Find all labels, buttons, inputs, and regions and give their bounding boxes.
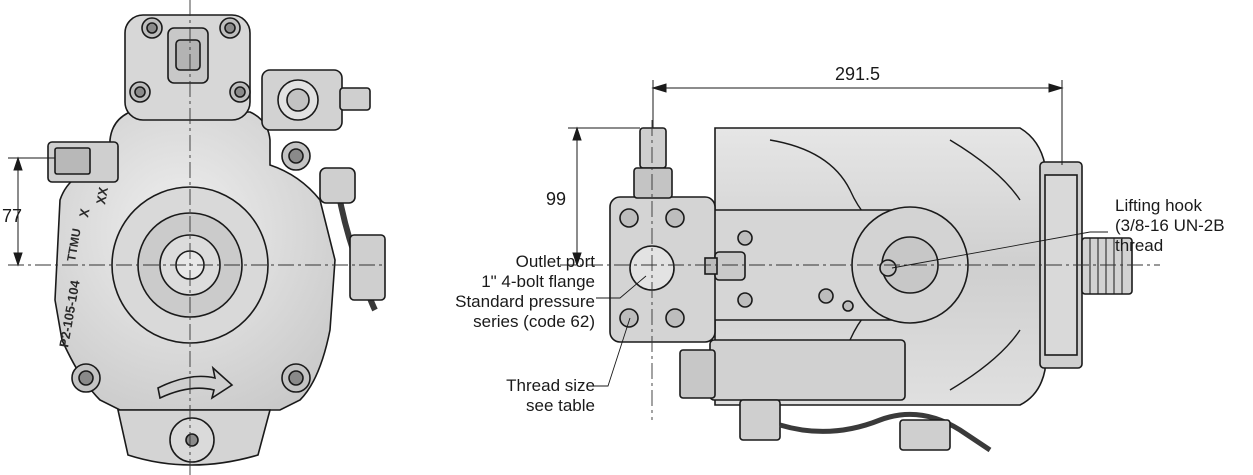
bolt bbox=[737, 292, 753, 308]
front-port-mark: X bbox=[76, 207, 92, 218]
front-centerlines bbox=[8, 0, 385, 475]
outlet-port-line-4: series (code 62) bbox=[473, 312, 595, 331]
side-shaft-spline bbox=[1081, 237, 1133, 295]
dim-291-5-label: 291.5 bbox=[835, 64, 880, 84]
side-top-fitting bbox=[639, 127, 667, 169]
bolt bbox=[737, 230, 753, 246]
bolt bbox=[842, 300, 854, 312]
thread-size-callout: Thread size see table bbox=[395, 376, 595, 416]
side-valve bbox=[714, 251, 746, 281]
front-nameplate: TTMU bbox=[64, 227, 84, 262]
outlet-port-callout: Outlet port 1" 4-bolt flange Standard pr… bbox=[395, 252, 595, 332]
side-cable bbox=[779, 411, 992, 453]
outlet-port-line-3: Standard pressure bbox=[455, 292, 595, 311]
rotation-arrow-icon bbox=[157, 365, 234, 400]
outlet-port-line-2: 1" 4-bolt flange bbox=[481, 272, 595, 291]
lifting-hook-line-2: (3/8-16 UN-2B bbox=[1115, 216, 1225, 235]
thread-size-line-2: see table bbox=[526, 396, 595, 415]
thread-size-line-1: Thread size bbox=[506, 376, 595, 395]
side-centerlines bbox=[560, 120, 1160, 420]
lifting-hook bbox=[879, 259, 897, 277]
bolt bbox=[818, 288, 834, 304]
lifting-hook-line-1: Lifting hook bbox=[1115, 196, 1202, 215]
lifting-hook-callout: Lifting hook (3/8-16 UN-2B thread bbox=[1115, 196, 1251, 256]
front-view: P2-105-104 TTMU XX X bbox=[47, 14, 386, 466]
dim-77-label: 77 bbox=[2, 206, 22, 226]
lifting-hook-line-3: thread bbox=[1115, 236, 1164, 255]
outlet-port-line-1: Outlet port bbox=[515, 252, 595, 271]
side-bottom-solenoid bbox=[709, 339, 906, 401]
callout-leaders bbox=[594, 231, 1108, 387]
dim-99-label: 99 bbox=[546, 189, 566, 209]
side-view bbox=[609, 127, 1133, 453]
dimension-99 bbox=[568, 126, 640, 267]
dimension-77 bbox=[8, 156, 55, 267]
front-port-mark: XX bbox=[93, 186, 111, 206]
dimension-291-5 bbox=[651, 80, 1064, 165]
